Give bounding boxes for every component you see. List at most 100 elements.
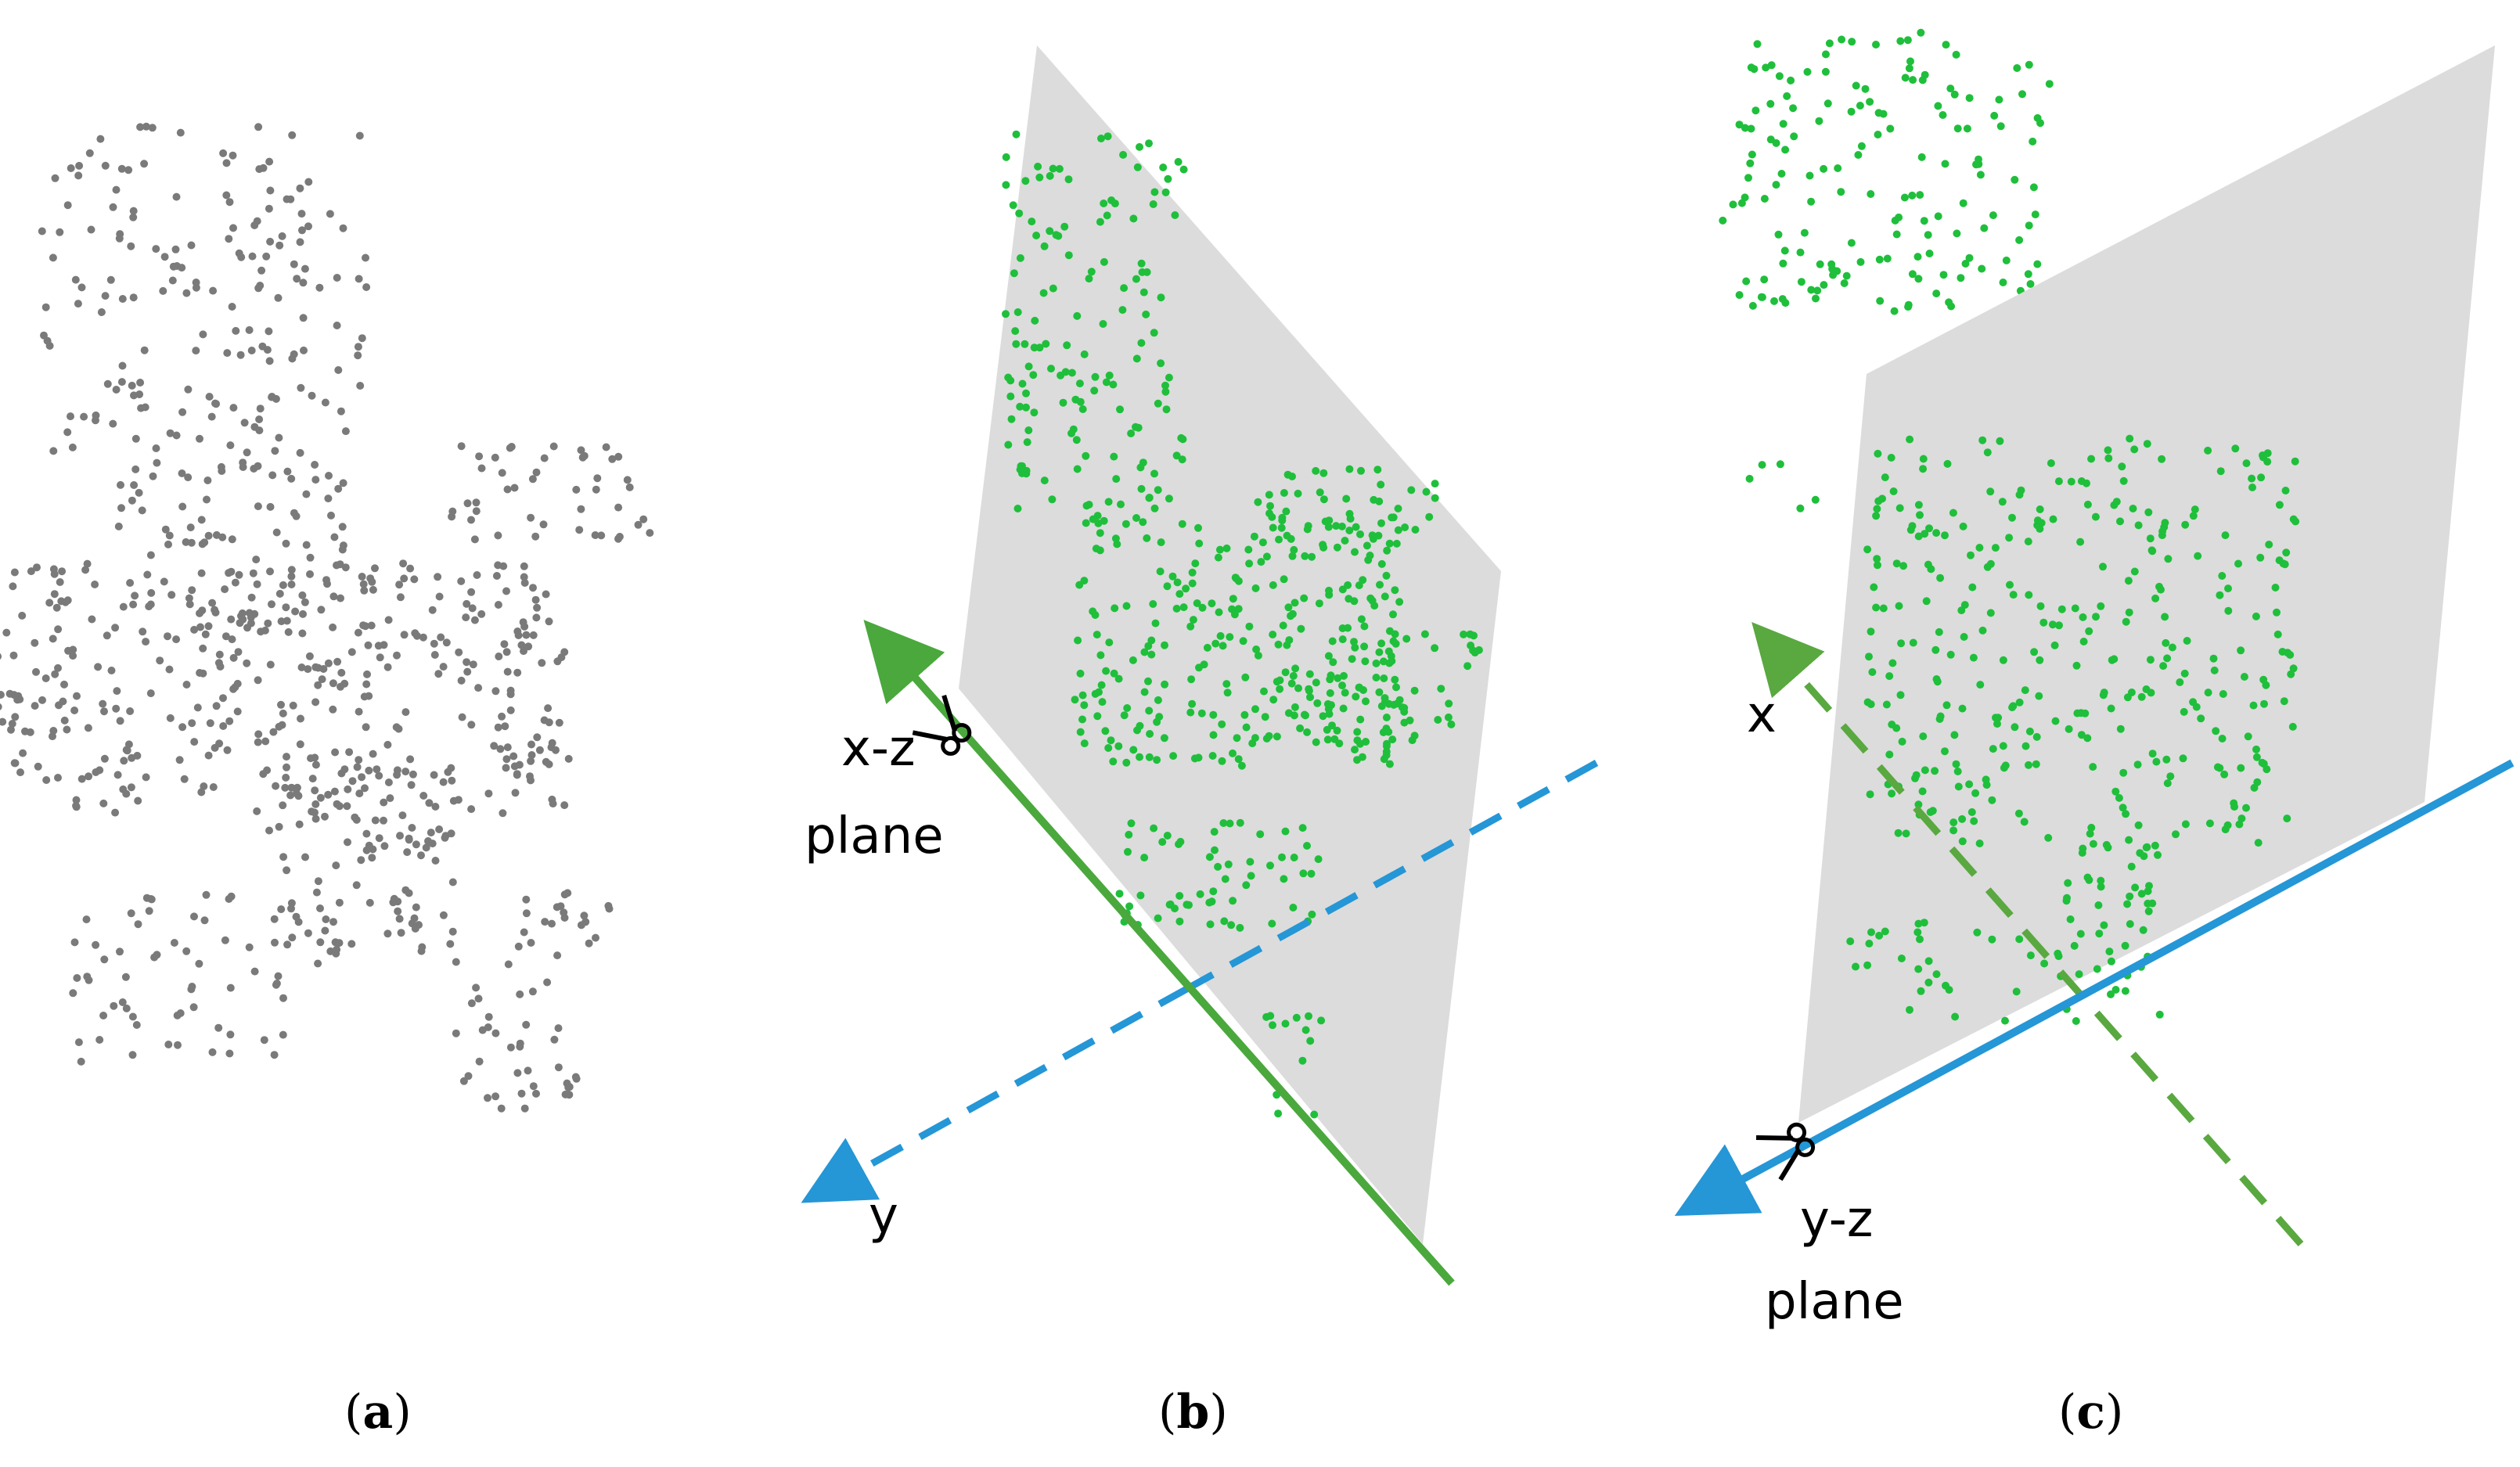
gray-point	[255, 165, 264, 174]
green-point	[2220, 770, 2229, 778]
gray-point	[446, 940, 455, 948]
gray-point	[401, 886, 410, 894]
gray-point	[634, 520, 643, 529]
green-point	[1172, 604, 1181, 613]
gray-point	[185, 600, 194, 609]
green-point	[2143, 843, 2151, 851]
green-point	[1125, 830, 1133, 839]
green-point	[1760, 195, 1769, 203]
gray-point	[182, 681, 191, 689]
green-point	[1109, 757, 1118, 766]
gray-point	[288, 131, 297, 139]
green-point	[2283, 814, 2291, 823]
green-point	[2152, 757, 2161, 766]
green-point	[1205, 898, 1214, 907]
gray-point	[180, 775, 189, 783]
green-point	[1376, 581, 1384, 589]
green-point	[1268, 919, 1276, 928]
gray-point	[591, 531, 599, 539]
green-point	[2289, 664, 2298, 673]
green-point	[1095, 688, 1103, 696]
gray-point	[322, 576, 330, 584]
gray-point	[369, 750, 377, 758]
green-point	[1351, 643, 1359, 652]
gray-point	[560, 648, 569, 656]
green-point	[1132, 422, 1139, 431]
gray-point	[215, 650, 224, 659]
green-point	[2180, 669, 2189, 678]
green-point	[2025, 727, 2034, 735]
green-point	[2163, 654, 2172, 663]
gray-point	[143, 570, 152, 579]
gray-point	[287, 783, 296, 792]
gray-point	[211, 608, 220, 617]
green-point	[1447, 720, 1456, 728]
gray-point	[353, 763, 362, 771]
green-point	[2209, 654, 2218, 663]
gray-point	[99, 1012, 108, 1019]
green-point	[1425, 512, 1434, 521]
gray-point	[245, 943, 254, 951]
green-point	[1393, 699, 1402, 708]
green-point	[1101, 727, 1110, 735]
green-point	[1009, 201, 1017, 210]
gray-point	[362, 253, 369, 262]
green-point	[1776, 460, 1784, 469]
gray-point	[311, 461, 319, 469]
gray-point	[283, 940, 292, 949]
gray-point	[271, 938, 279, 947]
gray-point	[314, 681, 322, 689]
green-point	[1903, 36, 1912, 45]
gray-point	[548, 795, 556, 804]
green-point	[2126, 434, 2134, 443]
gray-point	[225, 235, 233, 243]
green-point	[1218, 720, 1226, 728]
gray-point	[311, 476, 320, 484]
green-point	[1897, 639, 1906, 648]
gray-point	[232, 326, 240, 335]
gray-point	[358, 334, 366, 343]
gray-point	[520, 573, 528, 581]
gray-point	[520, 622, 529, 631]
green-point	[2107, 704, 2115, 713]
gray-point	[253, 217, 261, 225]
green-point	[1078, 691, 1087, 699]
green-point	[1787, 76, 1795, 84]
green-point	[1154, 914, 1162, 922]
gray-point	[646, 529, 654, 538]
gray-point	[392, 723, 401, 732]
green-point	[1133, 163, 1142, 171]
gray-point	[545, 617, 553, 626]
green-point	[1091, 372, 1100, 381]
green-point	[1266, 861, 1274, 870]
green-point	[2248, 474, 2256, 483]
green-point	[1150, 824, 1158, 832]
gray-point	[337, 407, 345, 415]
gray-point	[302, 541, 311, 549]
green-point	[1420, 630, 1429, 638]
gray-point	[52, 603, 61, 612]
gray-point	[178, 502, 187, 511]
green-point	[1762, 63, 1770, 72]
gray-point	[431, 857, 440, 865]
green-point	[1886, 124, 1895, 133]
green-point	[1889, 487, 1898, 495]
green-point	[2252, 753, 2261, 761]
gray-point	[60, 680, 68, 689]
green-point	[1164, 174, 1172, 183]
green-point	[1111, 200, 1119, 208]
green-point	[1772, 138, 1780, 147]
gray-point	[399, 559, 408, 568]
green-point	[1339, 704, 1348, 713]
green-point	[2118, 462, 2126, 471]
green-point	[1220, 917, 1229, 926]
gray-point	[580, 451, 589, 460]
gray-point	[128, 1012, 137, 1021]
green-point	[1745, 474, 1754, 483]
green-point	[1774, 230, 1783, 239]
green-point	[2054, 477, 2063, 486]
green-point	[1313, 699, 1322, 707]
green-point	[1991, 544, 2000, 552]
green-point	[1924, 978, 1933, 987]
gray-point	[94, 663, 103, 671]
